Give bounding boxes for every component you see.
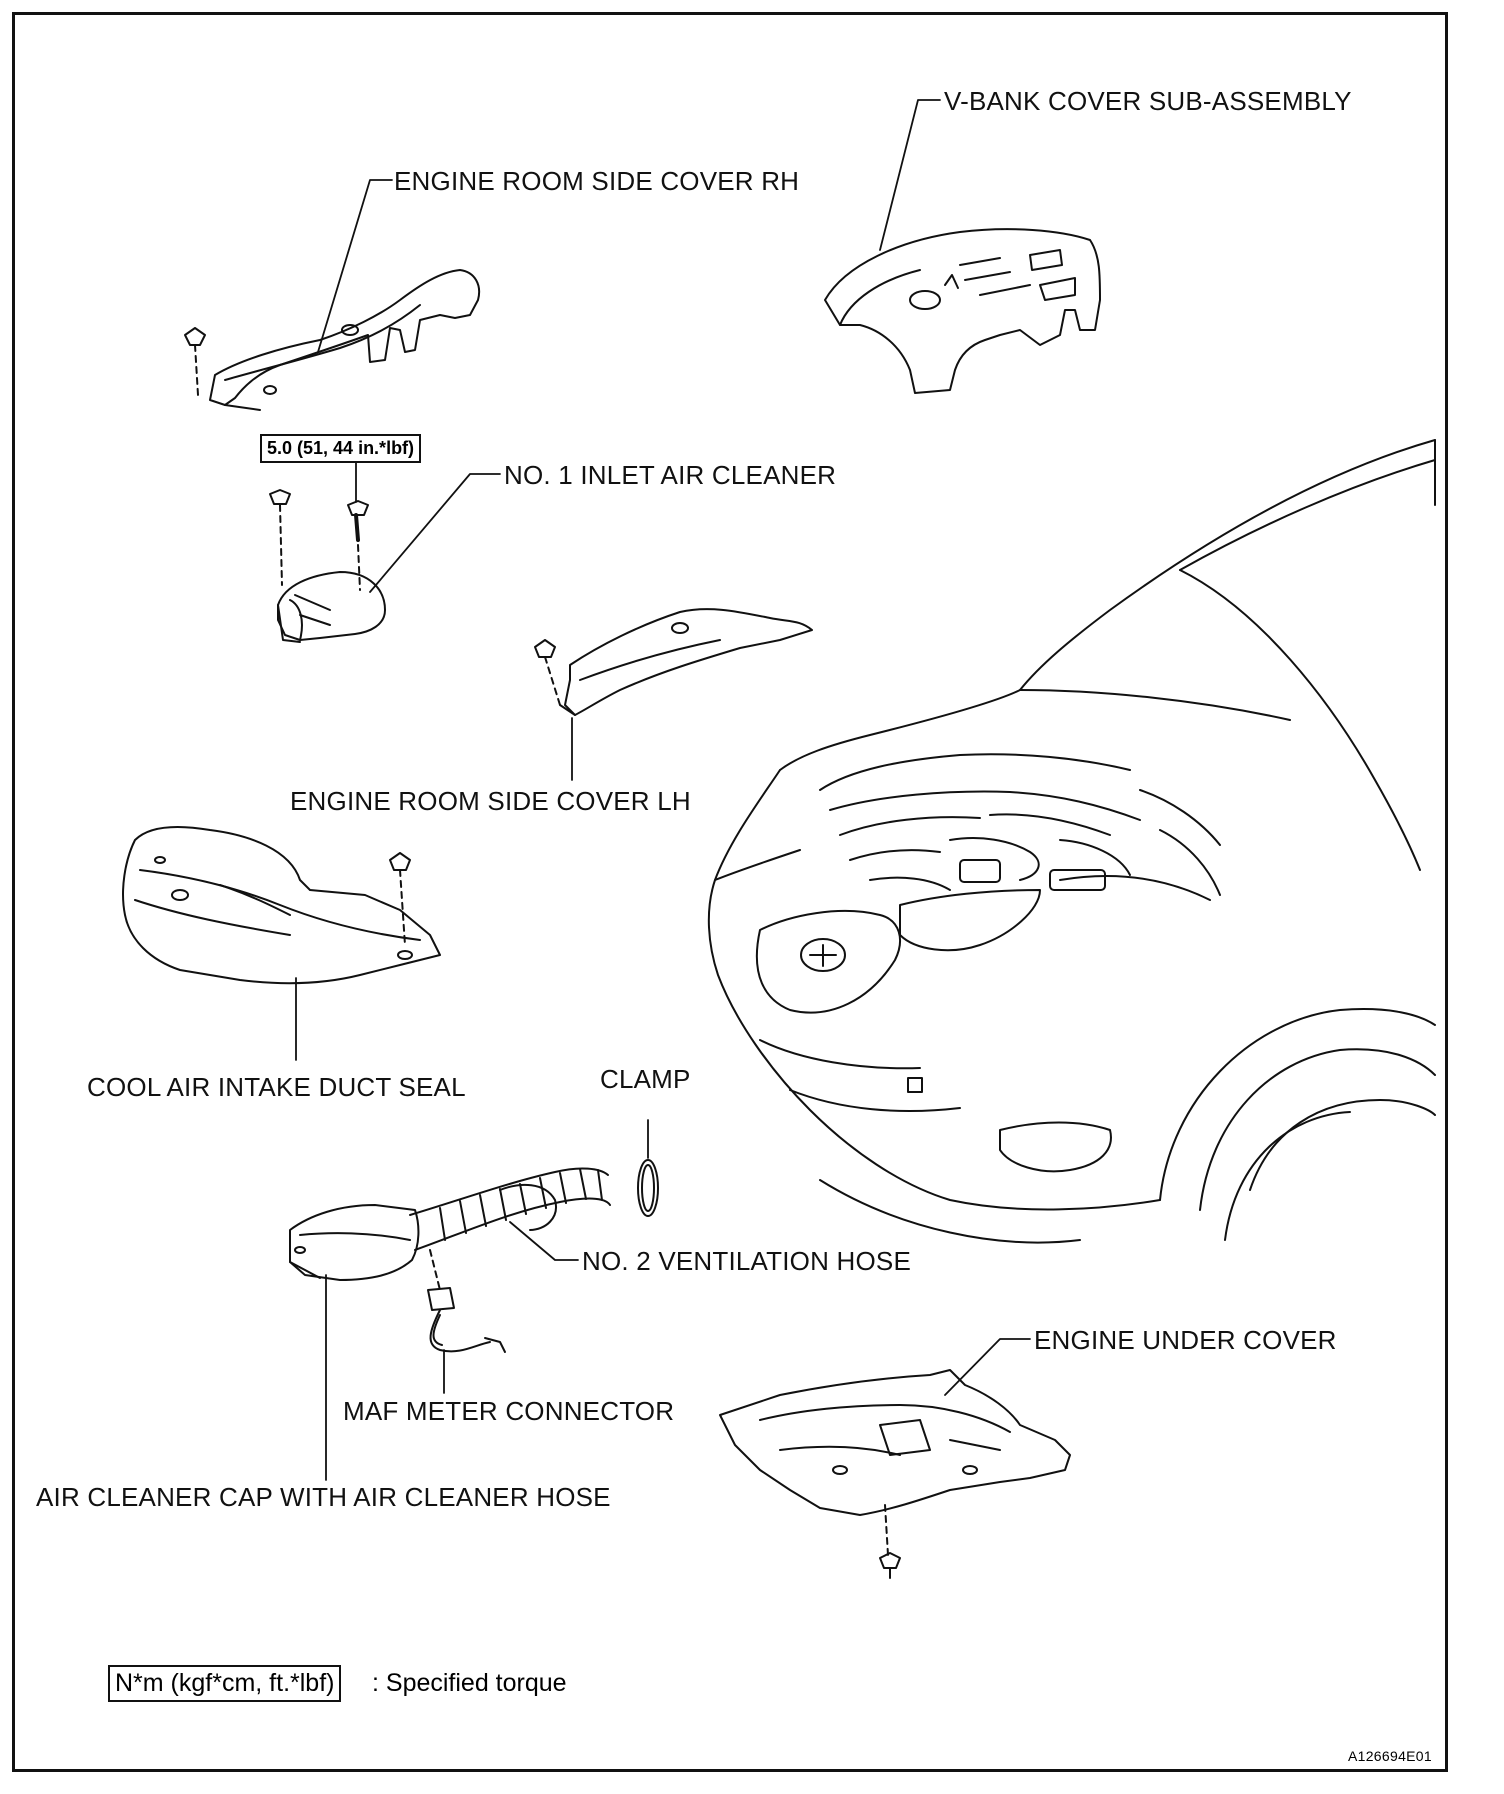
- label-clamp: CLAMP: [600, 1064, 691, 1094]
- vehicle-front-illustration: [707, 439, 1436, 1244]
- label-cool-air-intake-duct-seal: COOL AIR INTAKE DUCT SEAL: [87, 1072, 466, 1102]
- no1-inlet-air-cleaner: [269, 489, 386, 643]
- air-cleaner-cap-with-hose: [289, 1167, 611, 1353]
- v-bank-cover: [824, 228, 1101, 394]
- figure-id: A126694E01: [1348, 1748, 1432, 1764]
- label-engine-room-side-cover-rh: ENGINE ROOM SIDE COVER RH: [394, 166, 800, 196]
- leader-lines: [295, 99, 1031, 1481]
- clamp: [637, 1159, 659, 1217]
- engine-room-side-cover-lh: [534, 608, 813, 716]
- engine-under-cover: [719, 1369, 1071, 1579]
- legend-torque-units-box: N*m (kgf*cm, ft.*lbf): [108, 1665, 342, 1702]
- legend-description: : Specified torque: [372, 1669, 567, 1697]
- label-no2-ventilation-hose: NO. 2 VENTILATION HOSE: [582, 1246, 911, 1276]
- label-maf-meter-connector: MAF METER CONNECTOR: [343, 1396, 675, 1426]
- label-v-bank-cover: V-BANK COVER SUB-ASSEMBLY: [944, 86, 1352, 116]
- label-air-cleaner-cap-with-hose: AIR CLEANER CAP WITH AIR CLEANER HOSE: [36, 1482, 611, 1512]
- label-engine-under-cover: ENGINE UNDER COVER: [1034, 1325, 1337, 1355]
- label-engine-room-side-cover-lh: ENGINE ROOM SIDE COVER LH: [290, 786, 691, 816]
- engine-room-side-cover-rh: [184, 269, 480, 411]
- diagram-frame: [12, 12, 1448, 1772]
- torque-spec-box: 5.0 (51, 44 in.*lbf): [260, 434, 422, 463]
- label-no1-inlet-air-cleaner: NO. 1 INLET AIR CLEANER: [504, 460, 837, 490]
- cool-air-intake-duct-seal: [122, 826, 441, 985]
